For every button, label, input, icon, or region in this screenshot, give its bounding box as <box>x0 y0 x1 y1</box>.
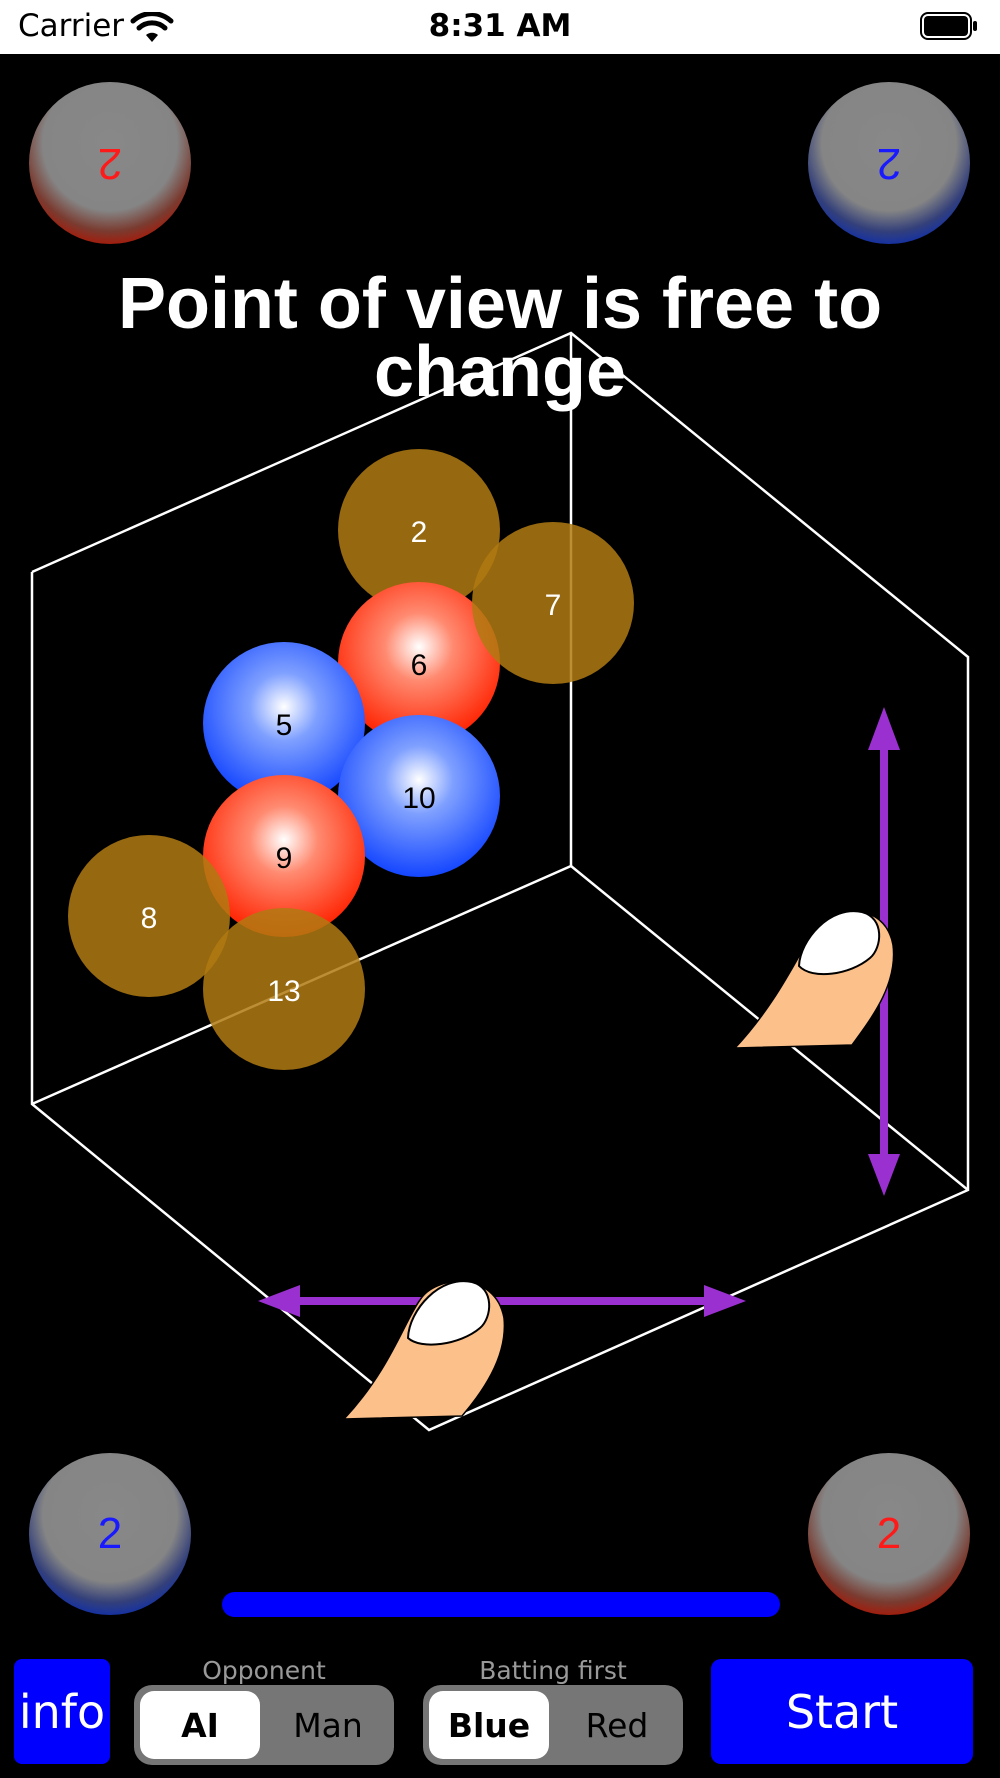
opponent-label: Opponent <box>202 1656 326 1685</box>
counter-value: 2 <box>876 139 902 188</box>
ball-9[interactable]: 9 <box>203 775 365 937</box>
counter-value: 2 <box>876 1509 902 1558</box>
ball-10[interactable]: 10 <box>338 715 500 877</box>
page-title: Point of view is free to change <box>117 264 883 412</box>
battery-icon <box>920 12 977 40</box>
ball-8[interactable]: 8 <box>68 835 230 997</box>
ball-label: 9 <box>276 842 293 875</box>
ball-label: 13 <box>267 975 300 1008</box>
wifi-icon <box>130 12 174 42</box>
ball-label: 10 <box>402 782 435 815</box>
opponent-option-ai[interactable]: AI <box>140 1691 260 1759</box>
clock: 8:31 AM <box>428 8 572 44</box>
opponent-option-man[interactable]: Man <box>293 1705 363 1745</box>
red-score-counter: 2 <box>29 82 191 244</box>
ball-6[interactable]: 6 <box>338 582 500 744</box>
blue-score-counter: 2 <box>29 1453 191 1615</box>
red-score-counter: 2 <box>808 1453 970 1615</box>
batting-option-red[interactable]: Red <box>585 1705 649 1745</box>
batting-first-segmented-control[interactable]: Blue Red <box>423 1685 683 1765</box>
ball-7[interactable]: 7 <box>472 522 634 684</box>
ball-5[interactable]: 5 <box>203 642 365 804</box>
start-button[interactable]: Start <box>711 1659 973 1764</box>
counter-value: 2 <box>97 139 123 188</box>
batting-option-blue[interactable]: Blue <box>429 1691 549 1759</box>
finger-icon <box>342 1280 506 1420</box>
game-board[interactable]: 2 6 7 5 10 9 8 13 <box>0 54 1000 1444</box>
finger-icon <box>733 910 895 1049</box>
ball-label: 7 <box>545 589 562 622</box>
carrier-label: Carrier <box>18 8 125 44</box>
status-bar: Carrier 8:31 AM <box>0 0 1000 54</box>
ball-2[interactable]: 2 <box>338 449 500 611</box>
opponent-segmented-control[interactable]: AI Man <box>134 1685 394 1765</box>
blue-score-counter: 2 <box>808 82 970 244</box>
ball-label: 2 <box>411 516 428 549</box>
batting-first-label: Batting first <box>479 1656 627 1685</box>
ball-label: 8 <box>141 902 158 935</box>
ball-label: 5 <box>276 709 293 742</box>
progress-bar <box>222 1592 780 1617</box>
ball-label: 6 <box>411 649 428 682</box>
ball-13[interactable]: 13 <box>203 908 365 1070</box>
counter-value: 2 <box>97 1509 123 1558</box>
info-button[interactable]: info <box>14 1659 110 1764</box>
horizontal-drag-arrow-icon <box>258 1285 746 1317</box>
